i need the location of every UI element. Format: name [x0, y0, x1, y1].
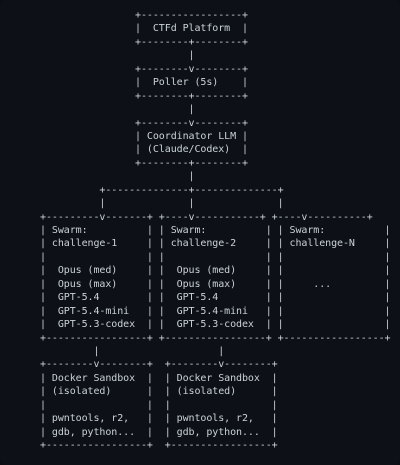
diagram-line: +-----------------+	[40, 10, 248, 21]
diagram-line: | | | |	[40, 399, 278, 411]
diagram-line: | gdb, python... | | gdb, python... |	[40, 426, 278, 438]
diagram-line: | Poller (5s) |	[40, 77, 248, 89]
diagram-line: | GPT-5.4-mini | | GPT-5.4-mini | | |	[40, 305, 391, 317]
diagram-line: +--------------+--------------+	[40, 184, 284, 196]
diagram-line: |	[40, 171, 195, 183]
diagram-line: +-----------------+ +-----------------+ …	[40, 332, 391, 344]
diagram-line: | Opus (med) | | Opus (med) | | |	[40, 265, 391, 277]
diagram-line: | |	[40, 345, 225, 357]
diagram-line: +--------+--------+	[40, 36, 248, 48]
diagram-line: | | |	[40, 198, 284, 210]
diagram-line: +---------v-------+ +----v-----------+ +…	[40, 211, 373, 223]
diagram-line: | Docker Sandbox | | Docker Sandbox |	[40, 372, 278, 384]
diagram-line: | CTFd Platform |	[40, 23, 248, 35]
diagram-line: | pwntools, r2, | | pwntools, r2, |	[40, 413, 278, 425]
diagram-line: | Swarm: | | Swarm: | | Swarm: |	[40, 225, 391, 236]
diagram-line: +--------+--------+	[40, 90, 248, 102]
diagram-line: +--------v--------+	[40, 63, 248, 75]
diagram-line: | GPT-5.4 | | GPT-5.4 | | |	[40, 292, 391, 304]
diagram-line: |	[40, 50, 195, 62]
diagram-line: |	[40, 104, 195, 116]
diagram-line: +--------+--------+	[40, 157, 248, 169]
diagram-line: | challenge-1 | | challenge-2 | | challe…	[40, 238, 391, 250]
diagram-line: +--------v--------+	[40, 117, 248, 129]
diagram-line: | | | | | |	[40, 251, 391, 263]
diagram-line: | (Claude/Codex) |	[40, 144, 248, 156]
diagram-line: +-----------------+ +-----------------+	[40, 440, 278, 451]
diagram-line: | Opus (max) | | Opus (max) | | ... |	[40, 278, 391, 290]
diagram-line: | (isolated) | | (isolated) |	[40, 386, 278, 398]
diagram-line: | GPT-5.3-codex | | GPT-5.3-codex | | |	[40, 319, 391, 331]
ascii-architecture-diagram: +-----------------+ | CTFd Platform | +-…	[40, 9, 391, 452]
diagram-line: | Coordinator LLM |	[40, 130, 248, 142]
diagram-line: +--------v--------+ +--------v--------+	[40, 359, 278, 371]
